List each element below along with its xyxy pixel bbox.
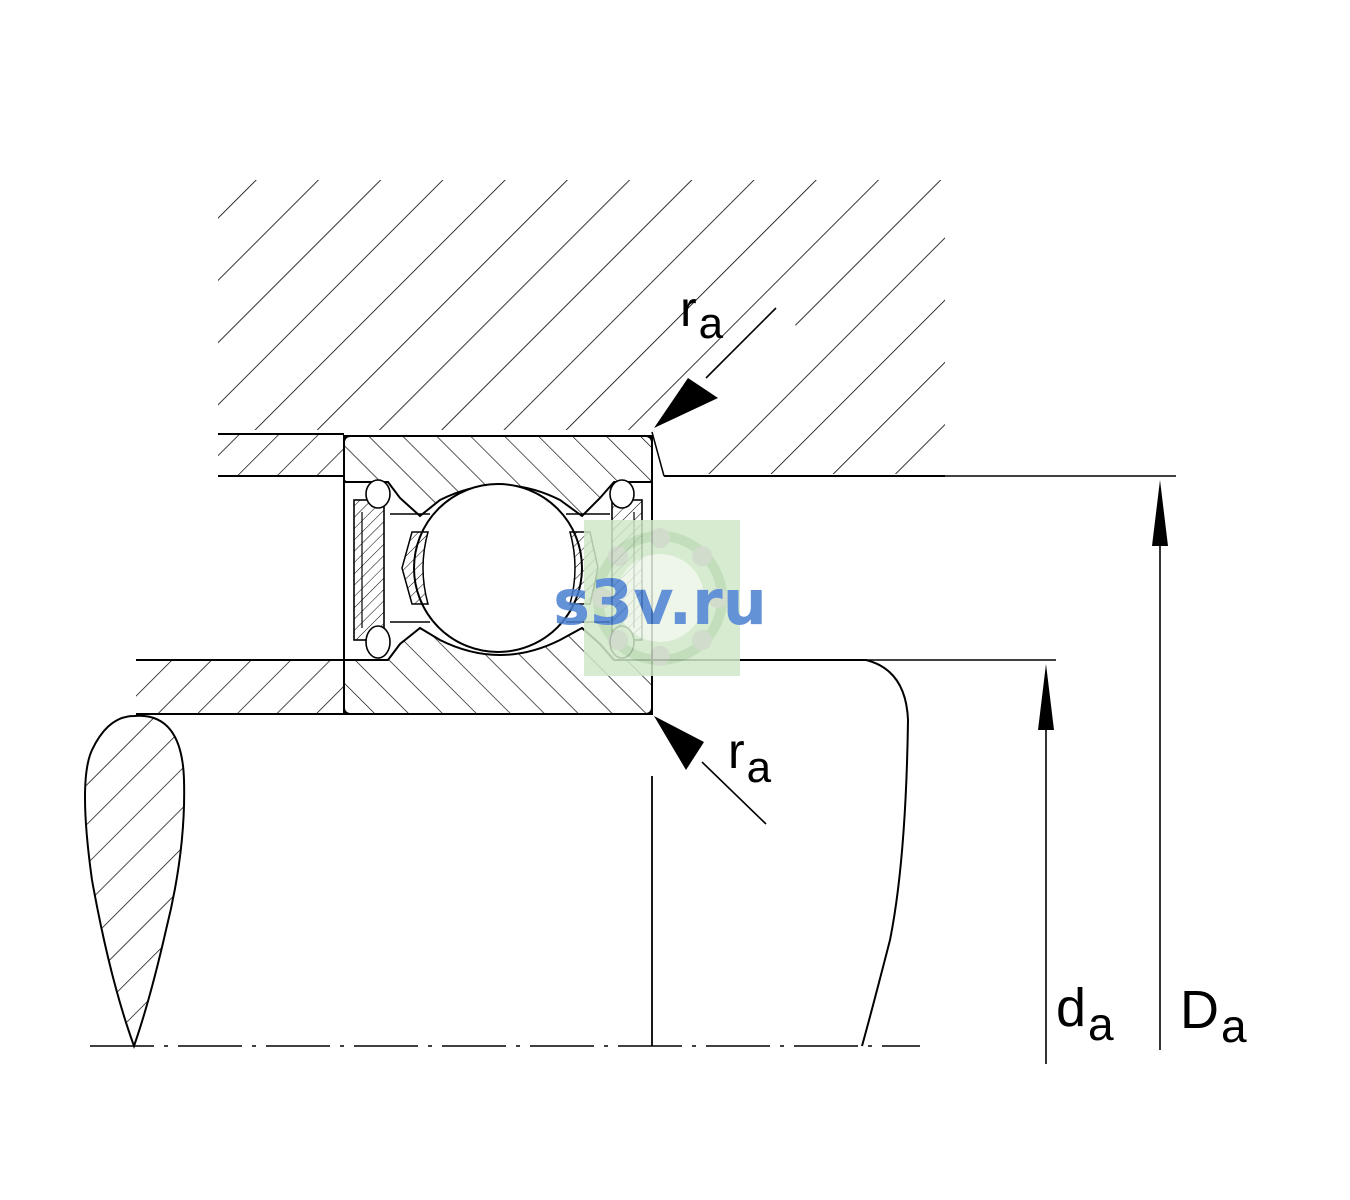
left-seal	[353, 479, 391, 659]
housing-diameter-label-main: D	[1180, 980, 1219, 1040]
watermark: s3v.ru	[553, 520, 767, 676]
radius-label-top: ra	[680, 281, 724, 348]
shaft-diameter-label-main: d	[1056, 978, 1086, 1038]
radius-leader-bottom	[654, 716, 767, 825]
radius-leader-top	[654, 307, 777, 428]
shaft-end-section	[84, 714, 186, 1049]
housing-bore-strip	[218, 433, 344, 477]
housing-diameter-label-sub: a	[1221, 1000, 1247, 1052]
shaft-diameter-label-sub: a	[1088, 998, 1114, 1050]
housing	[218, 180, 945, 474]
shaft-shoulder-strip	[136, 659, 344, 715]
shaft-diameter-dimension	[1038, 664, 1054, 1064]
housing-shoulder-line	[651, 431, 665, 477]
radius-label-bottom-main: r	[728, 723, 745, 779]
shaft-diameter-label: da	[1056, 978, 1114, 1050]
radius-label-top-sub: a	[699, 299, 724, 348]
radius-label-bottom-sub: a	[747, 743, 772, 792]
watermark-text: s3v.ru	[553, 566, 767, 639]
shaft-profile	[652, 659, 910, 1047]
housing-diameter-dimension	[1152, 480, 1168, 1050]
radius-label-bottom: ra	[728, 723, 772, 792]
housing-diameter-label: Da	[1180, 980, 1247, 1052]
radius-label-top-main: r	[680, 281, 697, 337]
